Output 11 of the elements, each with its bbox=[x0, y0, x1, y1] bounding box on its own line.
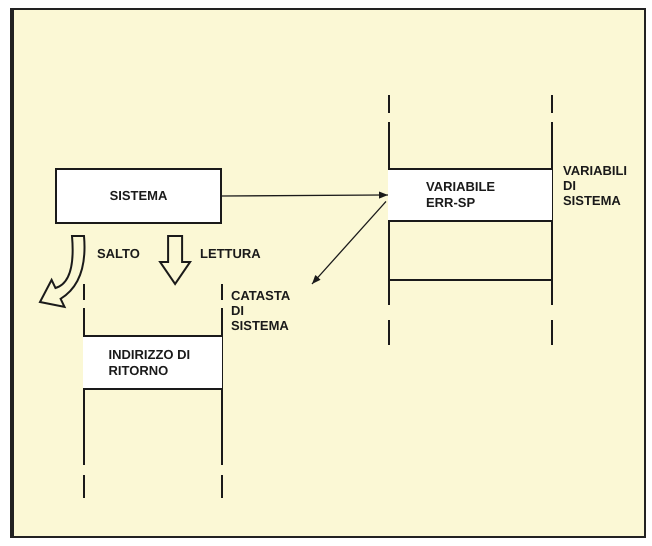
arrow bbox=[222, 191, 388, 199]
process-box: SISTEMA bbox=[55, 168, 222, 224]
block-arrow bbox=[39, 235, 86, 308]
arrow bbox=[312, 201, 386, 284]
memory-cell: INDIRIZZO DI RITORNO bbox=[83, 335, 222, 390]
edge-label: SALTO bbox=[97, 245, 140, 263]
column-heading: CATASTA DI SISTEMA bbox=[231, 288, 291, 333]
edge-label: LETTURA bbox=[200, 245, 261, 263]
block-arrow bbox=[158, 235, 192, 286]
column-heading: VARIABILI DI SISTEMA bbox=[563, 163, 628, 208]
memory-cell: VARIABILE ERR-SP bbox=[388, 168, 552, 222]
